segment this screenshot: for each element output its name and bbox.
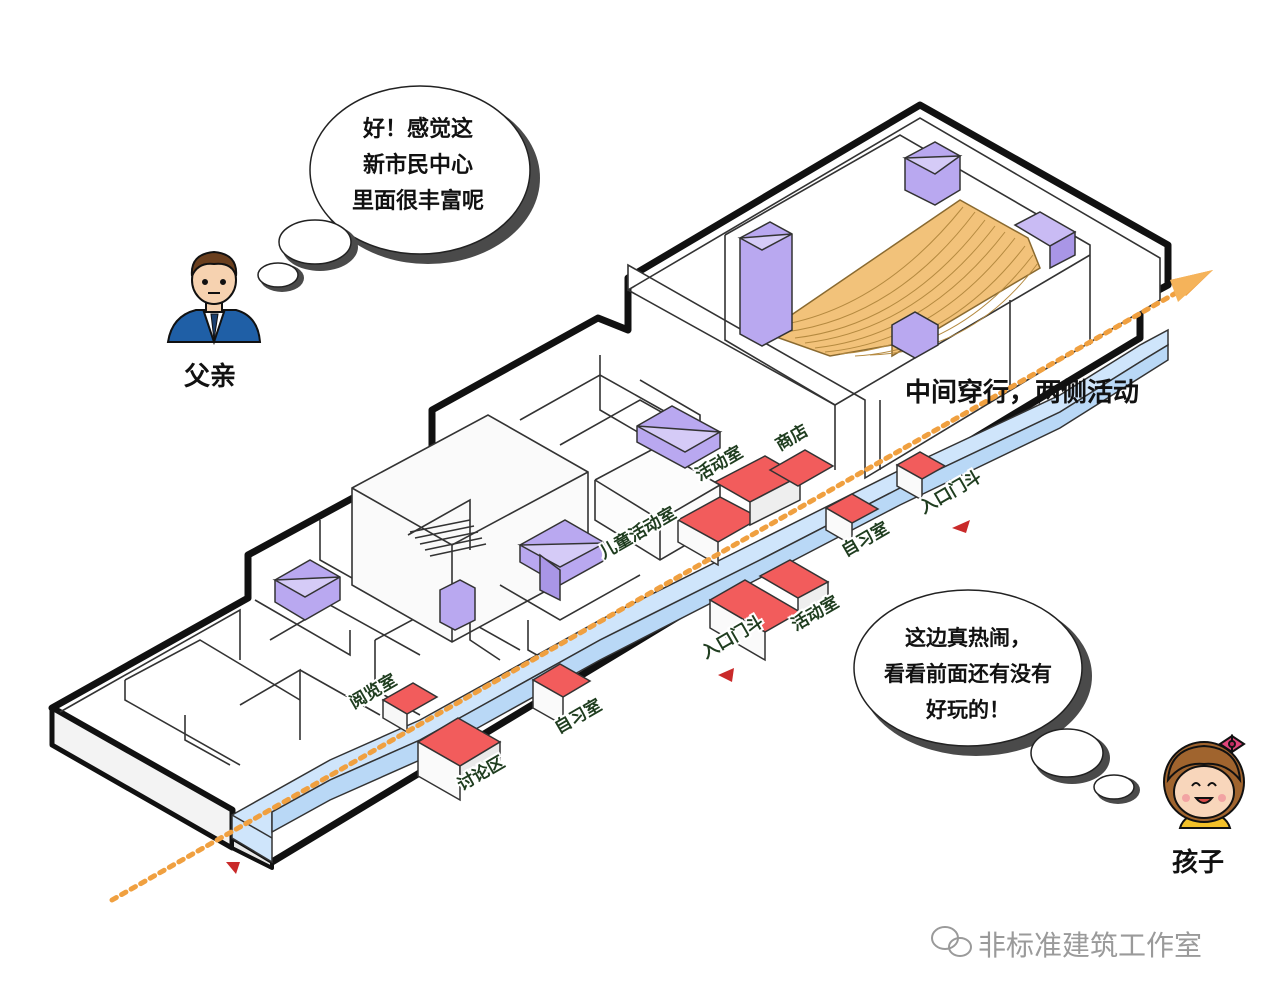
child-speech-line-3: 好玩的！ xyxy=(858,692,1078,728)
path-arrow-tail xyxy=(1170,270,1213,302)
red-triangle-icon xyxy=(718,668,734,682)
diagram-headline: 中间穿行，两侧活动 xyxy=(905,372,1139,409)
father-speech-line-3: 里面很丰富呢 xyxy=(318,184,518,220)
child-label: 孩子 xyxy=(1172,842,1224,879)
father-speech-line-1: 好！感觉这 xyxy=(318,112,518,148)
watermark-text: 非标准建筑工作室 xyxy=(978,924,1202,964)
red-triangle-icon xyxy=(226,862,240,874)
father-speech-text: 好！感觉这 新市民中心 里面很丰富呢 xyxy=(318,112,518,220)
child-speech-line-2: 看看前面还有没有 xyxy=(858,656,1078,692)
red-triangle-icon xyxy=(952,520,970,533)
father-avatar xyxy=(168,252,260,342)
child-avatar xyxy=(1164,736,1244,828)
wechat-icon xyxy=(932,927,971,956)
father-label: 父亲 xyxy=(184,356,236,393)
child-speech-text: 这边真热闹， 看看前面还有没有 好玩的！ xyxy=(858,620,1078,728)
father-speech-line-2: 新市民中心 xyxy=(318,148,518,184)
child-speech-line-1: 这边真热闹， xyxy=(858,620,1078,656)
